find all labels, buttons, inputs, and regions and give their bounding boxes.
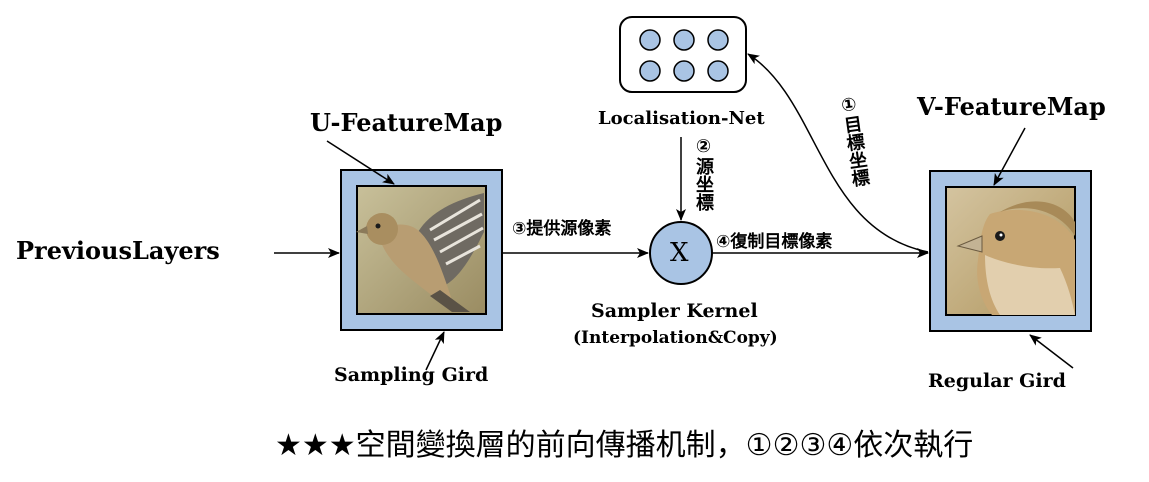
u-feature-map-frame [340,169,503,331]
v-feature-map-label: V-FeatureMap [917,92,1106,121]
arrow-v-to-localisation [747,53,929,253]
neuron-node [639,60,661,82]
neuron-node [673,60,695,82]
v-feature-map-frame [929,170,1092,332]
neuron-node [673,29,695,51]
localisation-net-box [619,16,747,93]
localisation-net-label: Localisation-Net [598,108,765,129]
pointer-sampling-grid [425,331,445,371]
sampler-kernel-label: Sampler Kernel [591,300,758,322]
neuron-node [707,60,729,82]
sampling-grid-label: Sampling Gird [334,364,489,386]
footer-caption: ★★★空間變換層的前向傳播机制，①②③④依次執行 [275,428,974,463]
step2-label: ②源坐標 [693,136,714,211]
sampler-symbol: X [670,238,689,268]
pointer-regular-grid [1029,334,1074,369]
u-feature-map-label: U-FeatureMap [310,108,503,137]
neuron-node [639,29,661,51]
neuron-node [707,29,729,51]
step3-label: ③提供源像素 [512,219,612,239]
bird-head-image [956,201,1075,315]
previous-layers-label: PreviousLayers [16,236,220,265]
pointer-v-label [993,127,1026,186]
regular-grid-label: Regular Gird [928,370,1066,392]
sampler-kernel-subtitle: (Interpolation&Copy) [573,328,778,348]
pointer-u-label [326,140,395,185]
step4-label: ④復制目標像素 [716,232,833,252]
bird-flying-image [356,193,484,312]
